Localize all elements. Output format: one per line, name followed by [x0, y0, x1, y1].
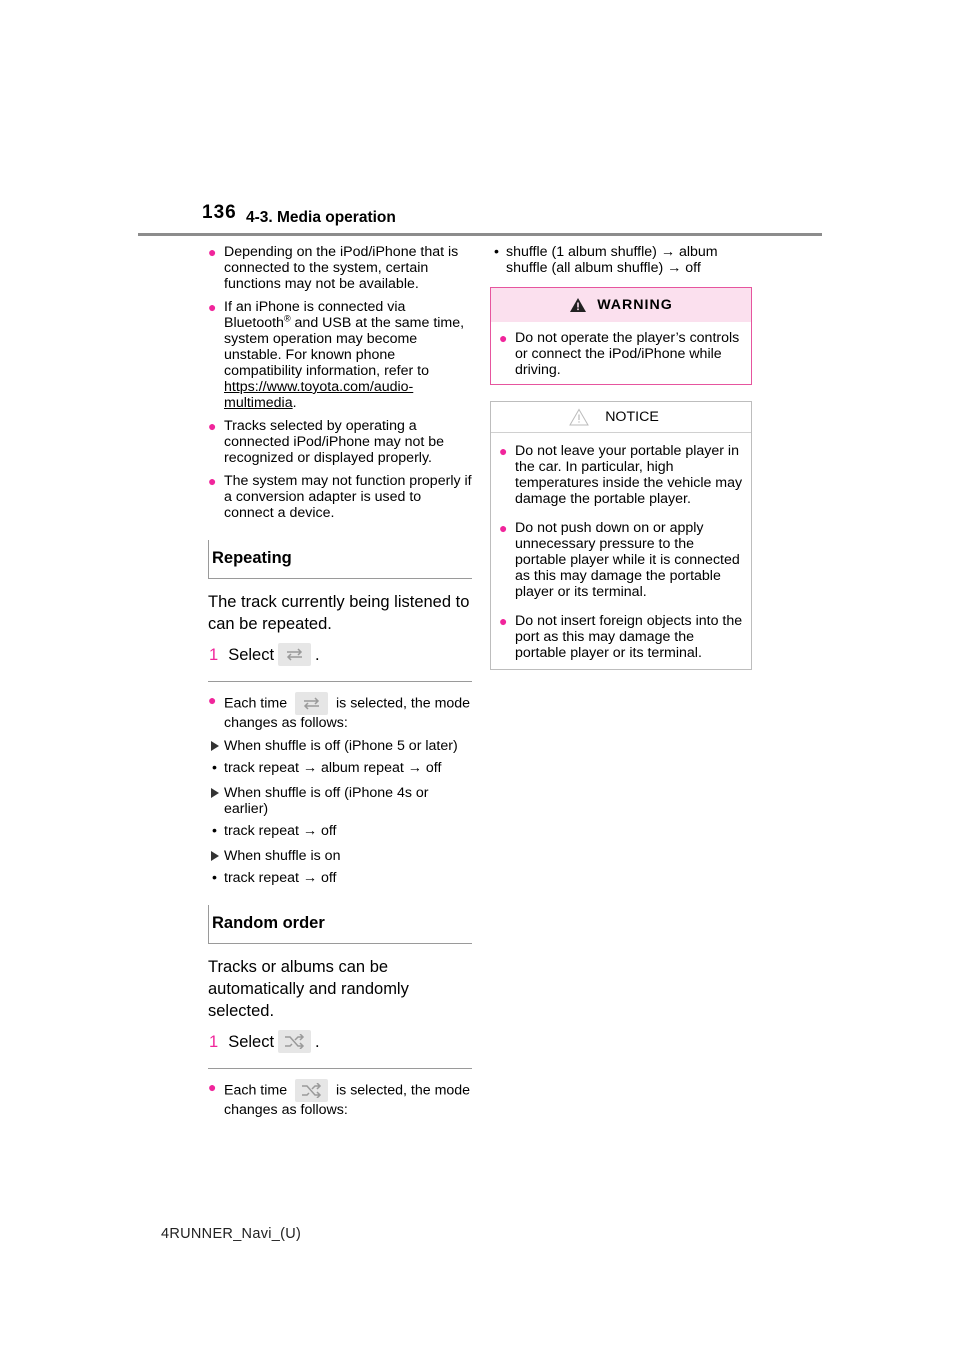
- note-bullet-icon: ●: [499, 443, 508, 459]
- warning-title: WARNING: [597, 297, 673, 313]
- right-column: • shuffle (1 album shuffle) → album shuf…: [490, 244, 752, 670]
- mode-case: When shuffle is on •track repeat → off: [211, 848, 341, 886]
- warning-box: WARNING ● Do not operate the player’s co…: [490, 287, 752, 385]
- shuffle-icon: [295, 1079, 329, 1102]
- divider: [208, 681, 472, 682]
- notice-item: ● Do not insert foreign objects into the…: [499, 613, 743, 661]
- shuffle-sequence: • shuffle (1 album shuffle) → album shuf…: [494, 244, 718, 276]
- divider: [208, 1068, 472, 1069]
- note-bullet-icon: ●: [208, 1079, 217, 1095]
- footer-model: 4RUNNER_Navi_(U): [161, 1226, 302, 1242]
- notice-item: ● Do not push down on or apply unnecessa…: [499, 520, 740, 600]
- left-column: ● Depending on the iPod/iPhone that is c…: [208, 244, 472, 1125]
- section-heading-random-order: Random order: [208, 905, 472, 944]
- notice-triangle-icon: [569, 408, 590, 426]
- repeating-intro: The track currently being listened to ca…: [208, 593, 470, 633]
- mode-case: When shuffle is off (iPhone 5 or later) …: [211, 738, 458, 776]
- notice-header: NOTICE: [491, 402, 751, 433]
- warning-triangle-icon: [570, 298, 587, 312]
- notice-item: ● Do not leave your portable player in t…: [499, 443, 743, 507]
- note-item: ● Tracks selected by operating a connect…: [208, 418, 445, 466]
- note-bullet-icon: ●: [208, 473, 217, 489]
- header-divider: [138, 233, 822, 236]
- page-number: 136: [202, 202, 237, 223]
- note-item: ● Each time is selected, the mode change…: [208, 692, 471, 731]
- repeat-icon: [295, 692, 329, 715]
- triangle-bullet-icon: [211, 851, 219, 861]
- step-number: 1: [209, 645, 219, 664]
- step-number: 1: [209, 1032, 219, 1051]
- list-bullet-icon: •: [212, 870, 217, 886]
- note-bullet-icon: ●: [208, 299, 217, 315]
- note-bullet-icon: ●: [208, 244, 217, 260]
- list-bullet-icon: •: [494, 244, 499, 260]
- note-bullet-icon: ●: [499, 520, 508, 536]
- list-bullet-icon: •: [212, 760, 217, 776]
- note-bullet-icon: ●: [499, 330, 508, 346]
- registered-mark: ®: [283, 313, 291, 324]
- notice-box: NOTICE ● Do not leave your portable play…: [490, 401, 752, 670]
- note-item: ● If an iPhone is connected via Bluetoot…: [208, 299, 465, 411]
- notice-title: NOTICE: [605, 409, 659, 425]
- random-intro: Tracks or albums can be automatically an…: [208, 958, 409, 1020]
- triangle-bullet-icon: [211, 788, 219, 798]
- repeat-icon[interactable]: [278, 643, 312, 666]
- note-item: ● The system may not function properly i…: [208, 473, 472, 521]
- random-step: 1 Select .: [208, 1030, 472, 1053]
- note-bullet-icon: ●: [208, 692, 217, 708]
- note-item: ● Each time is selected, the mode change…: [208, 1079, 471, 1118]
- warning-header: WARNING: [491, 288, 751, 322]
- mode-case: When shuffle is off (iPhone 4s or earlie…: [211, 785, 429, 839]
- shuffle-icon[interactable]: [278, 1030, 312, 1053]
- note-item: ● Depending on the iPod/iPhone that is c…: [208, 244, 459, 292]
- warning-item: ● Do not operate the player’s controls o…: [499, 330, 740, 378]
- triangle-bullet-icon: [211, 741, 219, 751]
- audio-multimedia-link[interactable]: https://www.toyota.com/audio-multimedia: [224, 379, 414, 411]
- section-heading-repeating: Repeating: [208, 540, 472, 579]
- note-bullet-icon: ●: [499, 613, 508, 629]
- list-bullet-icon: •: [212, 823, 217, 839]
- repeating-step: 1 Select .: [208, 643, 472, 666]
- chapter-title: 4-3. Media operation: [246, 209, 396, 226]
- note-bullet-icon: ●: [208, 418, 217, 434]
